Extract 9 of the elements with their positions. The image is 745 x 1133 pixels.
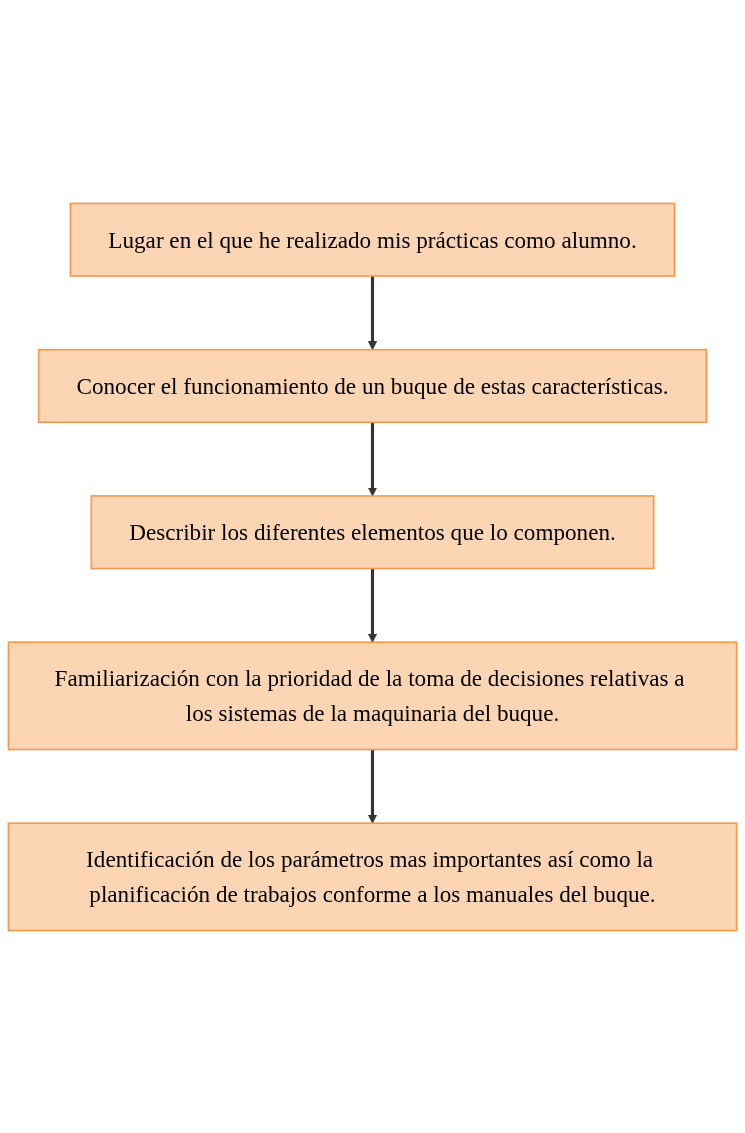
node-box: Familiarización con la prioridad de la toma de decisiones relativas a los sistemas de la maquinaria del buque.	[7, 640, 738, 750]
node-box: Lugar en el que he realizado mis prácticas como alumno.	[69, 202, 676, 277]
node-box: Conocer el funcionamiento de un buque de estas características.	[37, 348, 708, 423]
node-box: Describir los diferentes elementos que lo componen.	[90, 494, 655, 569]
arrow	[367, 749, 378, 824]
node-box: Identificación de los parámetros mas importantes así como la planificación de trabajos conforme a los manuales del buque.	[7, 821, 738, 931]
arrow	[367, 421, 378, 496]
arrow	[367, 568, 378, 643]
arrow	[367, 275, 378, 350]
